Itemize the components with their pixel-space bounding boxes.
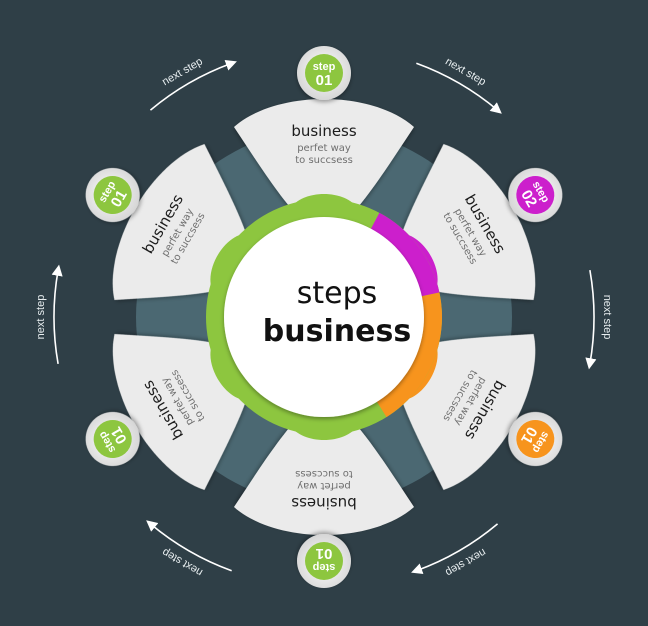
next-step-label: next step (160, 546, 205, 579)
arrow-curve (585, 269, 597, 370)
badge-core (93, 420, 132, 458)
arrow-curve (416, 62, 502, 114)
petal-subline-1: perfet way (297, 143, 351, 154)
next-step-label: next step (35, 295, 47, 340)
center-disk (224, 217, 424, 417)
badge-core (516, 176, 555, 214)
center-title-line2: business (263, 314, 411, 349)
next-step-arrow: next step (411, 523, 499, 579)
next-step-label: next step (601, 295, 613, 340)
badge-core (93, 176, 132, 214)
ring-segment-magenta (370, 212, 440, 297)
petal-subline-2: to succsess (295, 468, 353, 479)
next-step-arrow: next step (149, 56, 237, 111)
petal-shape (234, 99, 414, 223)
petal-title: business (291, 494, 357, 512)
arrow-curve (411, 523, 499, 575)
badge-step-number: 01 (517, 424, 540, 447)
next-step-arrow: next step (35, 264, 63, 365)
petal-subline-2: to succsess (295, 155, 353, 166)
arrow-curve (51, 264, 63, 365)
next-step-label: next step (443, 56, 488, 89)
center-title-line1: steps (297, 276, 378, 311)
badge-core (305, 54, 343, 92)
next-step-label: next step (160, 56, 205, 89)
badge-core (305, 542, 343, 580)
badge-core (516, 420, 555, 458)
badge-step-number: 01 (108, 187, 131, 210)
badge-step-number: 01 (316, 545, 333, 562)
arrow-curve (146, 520, 232, 572)
arrow-curve (149, 59, 237, 111)
badge-step-number: 01 (316, 72, 333, 89)
petal-subline-1: perfet way (297, 480, 351, 491)
badge-step-word: step (312, 561, 335, 573)
badge-step-number: 02 (517, 187, 540, 210)
ring-segment-orange (375, 292, 442, 418)
badge-step-number: 01 (108, 424, 131, 447)
next-step-arrow: next step (146, 520, 232, 579)
petal-title: business (291, 122, 357, 140)
petal-shape (234, 411, 414, 535)
next-step-label: next step (443, 546, 488, 579)
next-step-arrow: next step (416, 56, 502, 114)
next-step-arrow: next step (585, 269, 613, 370)
badge-step-word: step (313, 61, 336, 73)
